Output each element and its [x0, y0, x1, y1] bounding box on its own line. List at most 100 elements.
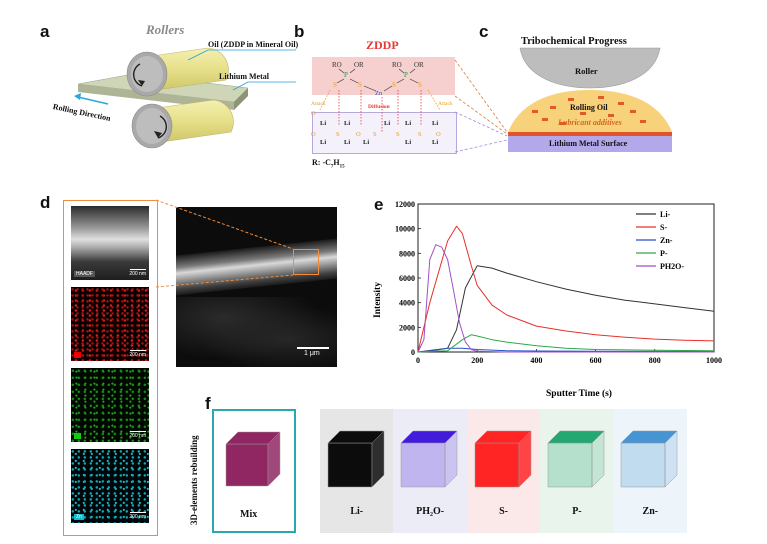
svg-text:S: S: [333, 81, 337, 89]
svg-text:RO: RO: [392, 61, 402, 69]
element-cube: [327, 430, 385, 488]
sulfur-tag: S: [74, 352, 82, 358]
svg-text:Li: Li: [405, 139, 411, 146]
roller-label: Roller: [575, 66, 598, 76]
legend-label: Zn-: [660, 236, 673, 245]
cube-panel-s: S-: [466, 409, 541, 533]
mix-cube-frame: [212, 409, 296, 533]
panel-label-d: d: [40, 193, 51, 212]
roller-shape: [519, 47, 661, 89]
zoom-connectors: [454, 59, 508, 153]
svg-text:S: S: [392, 81, 396, 89]
x-tick-label: 0: [416, 356, 420, 365]
rotation-arrow-bottom: [157, 115, 167, 139]
haadf-tag: HAADF: [74, 271, 95, 277]
legend-label: Li-: [660, 210, 671, 219]
cube-label: PH₂O-: [416, 506, 445, 517]
zinc-tag: Zn: [74, 514, 84, 520]
rolling-oil-label: Rolling Oil: [570, 103, 608, 112]
scale-bar: [297, 347, 329, 349]
lubricant-additives-label: Lubricant additives: [558, 118, 622, 127]
svg-text:S: S: [418, 81, 422, 89]
svg-text:Li: Li: [363, 139, 369, 146]
x-axis-label: Sputter Time (s): [546, 388, 612, 399]
tem-overview-image: 1 μm: [176, 207, 337, 367]
zddp-title: ZDDP: [366, 38, 399, 52]
3d-rebuilding-label: 3D-elements rebuilding: [189, 435, 199, 525]
legend-label: P-: [660, 249, 668, 258]
cube-panel-p: P-: [540, 409, 614, 533]
y-tick-label: 0: [411, 348, 415, 357]
zoom-region-box: [293, 249, 319, 275]
rolling-oil: [508, 90, 672, 132]
panel-label-f: f: [205, 394, 211, 413]
zddp-mechanism: RO OR P S S RO OR P S S Zn Attack Attack…: [311, 61, 453, 146]
svg-text:OR: OR: [354, 61, 364, 69]
svg-text:OR: OR: [414, 61, 424, 69]
cube-label: S-: [499, 506, 508, 517]
y-tick-label: 6000: [399, 274, 415, 283]
element-cube: [473, 430, 532, 488]
lithium-surface-label: Lithium Metal Surface: [549, 139, 628, 148]
mix-label: Mix: [240, 509, 258, 520]
series-line-s: [417, 225, 715, 353]
svg-text:Diffusion: Diffusion: [368, 104, 390, 110]
plot-area: [417, 203, 715, 353]
mix-cube: [225, 431, 282, 488]
oil-label: Oil (ZDDP in Mineral Oil): [208, 40, 299, 49]
svg-text:S: S: [358, 81, 362, 89]
svg-text:Li: Li: [384, 120, 390, 127]
panel-label-e: e: [374, 195, 384, 214]
series-line-p: [417, 334, 715, 353]
phosphorus-tag: P: [74, 433, 82, 439]
svg-text:Li: Li: [344, 120, 350, 127]
rolling-direction-arrow: [77, 96, 109, 105]
zddp-region: [312, 57, 455, 95]
x-tick-label: 1000: [706, 356, 722, 365]
series-line-li: [417, 265, 715, 353]
svg-text:P: P: [344, 71, 348, 79]
svg-text:Li: Li: [432, 120, 438, 127]
cube-panel-pho: PH₂O-: [393, 409, 467, 533]
cube-label: Li-: [350, 506, 364, 517]
y-tick-label: 12000: [395, 200, 415, 209]
r-group-definition: R: -C7H15: [312, 158, 345, 170]
rolling-schematic: [74, 47, 296, 149]
x-tick-label: 600: [590, 356, 602, 365]
bottom-roller: [131, 99, 234, 149]
series-line-zn: [417, 347, 714, 353]
cube-label: Zn-: [642, 506, 659, 517]
legend-label: PH2O-: [660, 262, 684, 271]
y-axis-label: Intensity: [373, 282, 383, 318]
haadf-image: HAADF 200 nm: [71, 206, 149, 280]
svg-text:O: O: [311, 131, 316, 138]
tribofilm: [508, 132, 672, 136]
svg-text:RO: RO: [332, 61, 342, 69]
svg-text:S: S: [336, 131, 340, 138]
y-tick-label: 2000: [399, 323, 415, 332]
legend-label: S-: [660, 223, 667, 232]
element-cube-strip: Li- PH₂O- S- P- Zn-: [320, 409, 688, 533]
svg-text:Li: Li: [320, 120, 326, 127]
element-cube: [620, 430, 678, 488]
cube-panel-li: Li-: [320, 409, 394, 533]
svg-text:Li: Li: [432, 139, 438, 146]
x-tick-label: 200: [471, 356, 483, 365]
svg-text:Li: Li: [344, 139, 350, 146]
panel-label-b: b: [294, 22, 305, 41]
phosphorus-map: P 200 nm: [71, 368, 149, 442]
svg-text:Attack: Attack: [311, 101, 326, 107]
element-cube: [400, 430, 458, 488]
zinc-map: Zn 200 nm: [71, 449, 149, 523]
svg-text:P: P: [404, 71, 408, 79]
y-tick-label: 4000: [399, 299, 415, 308]
lithium-metal-surface: [508, 136, 672, 152]
svg-text:O: O: [311, 110, 316, 117]
svg-text:S: S: [418, 131, 422, 138]
eds-map-frame: [63, 200, 158, 536]
svg-text:Li: Li: [320, 139, 326, 146]
svg-text:Li: Li: [405, 120, 411, 127]
svg-text:S: S: [373, 131, 377, 138]
svg-text:Attack: Attack: [438, 101, 453, 107]
